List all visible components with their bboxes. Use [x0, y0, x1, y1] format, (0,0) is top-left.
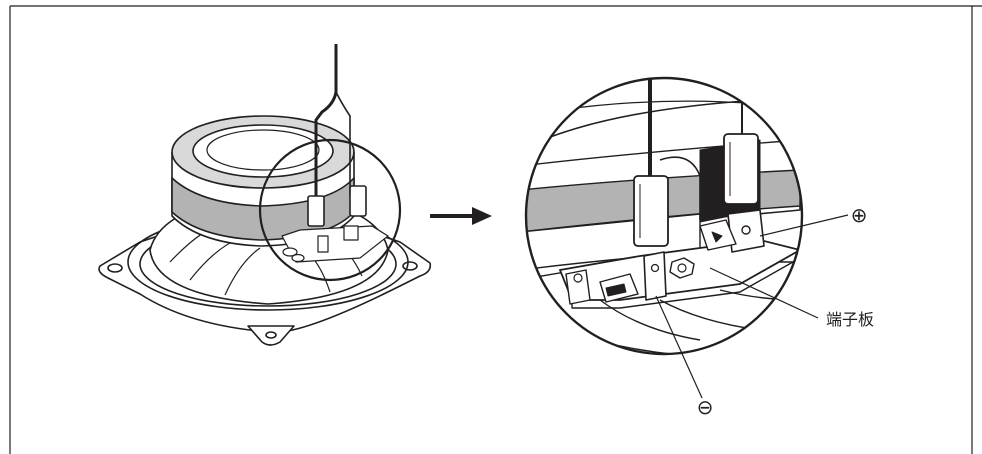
zoom-circle-large [524, 76, 804, 356]
arrow-right-icon [430, 207, 492, 225]
terminal-board-label: 端子板 [826, 310, 874, 329]
speaker-illustration [98, 44, 432, 346]
leader-lines [655, 214, 849, 399]
negative-terminal-label: ⊖ [697, 395, 714, 419]
page-border [9, 5, 982, 454]
positive-terminal-label: ⊕ [851, 203, 868, 227]
zoom-detail [526, 78, 802, 354]
zoom-circle-small [258, 138, 402, 282]
